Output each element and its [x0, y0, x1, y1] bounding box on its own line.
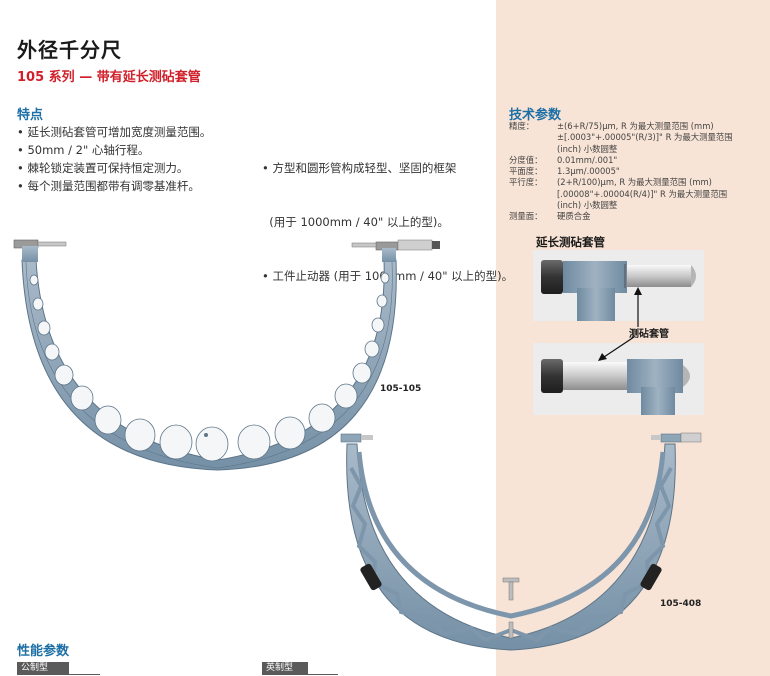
spec-label	[509, 189, 557, 200]
anvil-photo-extended-image	[533, 250, 704, 321]
tab-imperial[interactable]: 英制型	[262, 662, 308, 675]
spec-row: (inch) 小数圆整	[509, 144, 733, 155]
spec-row: 分度值： 0.01mm/.001"	[509, 155, 733, 166]
anvil-photo-retracted	[533, 343, 704, 415]
spec-value: 0.01mm/.001"	[557, 154, 618, 165]
micrometer-105-105-image	[13, 239, 440, 471]
spec-value: ±(6+R/75)μm, R 为最大测量范围 (mm)	[557, 121, 714, 131]
spec-value: ±[.0003"+.00005"(R/3)]" R 为最大测量范围	[557, 132, 733, 143]
feature-item: • 50mm / 2" 心轴行程。	[17, 143, 150, 157]
spec-label: 平行度：	[509, 177, 543, 188]
spec-row: ±[.0003"+.00005"(R/3)]" R 为最大测量范围	[509, 132, 733, 143]
feature-item: • 延长测砧套管可增加宽度测量范围。	[17, 125, 212, 139]
spec-label	[509, 144, 557, 155]
spec-row: 平行度： (2+R/100)μm, R 为最大测量范围 (mm)	[509, 177, 733, 188]
features-heading: 特点	[17, 108, 44, 123]
spec-row: 精度： ±(6+R/75)μm, R 为最大测量范围 (mm)	[509, 121, 733, 132]
photo-title: 延长测砧套管	[536, 235, 605, 249]
spec-value: (2+R/100)μm, R 为最大测量范围 (mm)	[557, 177, 712, 188]
performance-heading: 性能参数	[17, 644, 70, 659]
spec-label: 分度值：	[509, 154, 543, 165]
specs-table: 精度： ±(6+R/75)μm, R 为最大测量范围 (mm) ±[.0003"+…	[509, 121, 733, 223]
spec-label: 精度：	[509, 121, 535, 131]
feature-item: • 棘轮锁定装置可保持恒定测力。	[17, 161, 189, 175]
spec-row: (inch) 小数圆整	[509, 200, 733, 211]
anvil-photo-retracted-image	[533, 343, 704, 415]
feature-item: • 方型和圆形管构成轻型、坚固的框架	[262, 161, 457, 175]
tab-metric-underline	[69, 674, 100, 675]
callout-arrows	[598, 287, 642, 361]
model-label-105-408: 105-408	[660, 599, 702, 609]
anvil-photo-extended	[533, 250, 704, 321]
spec-label: 测量面：	[509, 211, 543, 222]
spec-label	[509, 132, 557, 143]
spec-row: 平面度： 1.3μm/.00005"	[509, 166, 733, 177]
specs-heading: 技术参数	[509, 108, 562, 123]
features-list-left: • 延长测砧套管可增加宽度测量范围。 • 50mm / 2" 心轴行程。 • 棘…	[17, 123, 211, 195]
spec-value: (inch) 小数圆整	[557, 200, 618, 211]
micrometer-105-408-image	[340, 432, 702, 651]
spec-value: [.00008"+.00004(R/4)]" R 为最大测量范围	[557, 188, 728, 199]
page-subtitle: 105 系列 — 带有延长测砧套管	[17, 70, 201, 85]
spec-value: (inch) 小数圆整	[557, 143, 618, 154]
tab-imperial-underline	[308, 674, 338, 675]
spec-label	[509, 200, 557, 211]
spec-row: 测量面： 硬质合金	[509, 211, 733, 222]
anvil-sleeve-callout: 测砧套管	[629, 329, 669, 340]
tab-metric[interactable]: 公制型	[17, 662, 69, 675]
spec-label: 平面度：	[509, 166, 543, 177]
feature-item: • 每个测量范围都带有调零基准杆。	[17, 179, 200, 193]
page-title: 外径千分尺	[17, 38, 122, 62]
model-label-105-105: 105-105	[380, 384, 422, 394]
spec-value: 硬质合金	[557, 211, 591, 222]
spec-row: [.00008"+.00004(R/4)]" R 为最大测量范围	[509, 189, 733, 200]
feature-item: (用于 1000mm / 40" 以上的型)。	[262, 215, 449, 229]
spec-value: 1.3μm/.00005"	[557, 166, 620, 177]
